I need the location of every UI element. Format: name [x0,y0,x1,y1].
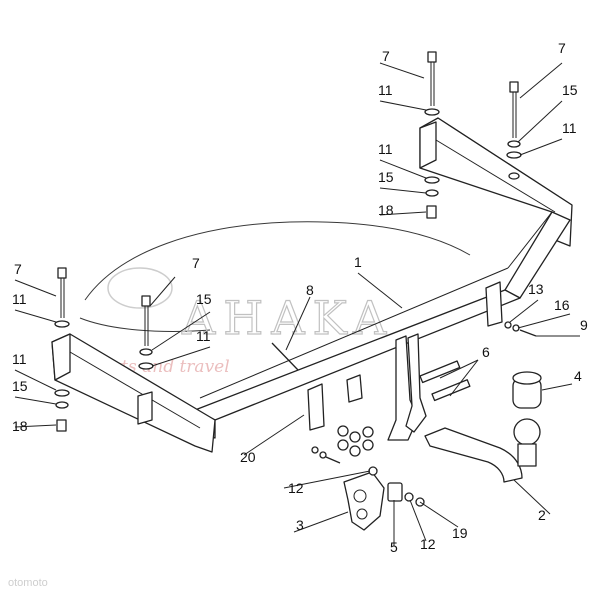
callout-11: 11 [12,291,27,307]
callout-7: 7 [192,255,200,271]
callout-1: 1 [354,254,362,270]
callout-7: 7 [382,48,390,64]
callout-3: 3 [296,517,304,533]
callout-11: 11 [12,351,27,367]
bolt-left-outer [54,267,70,432]
watermark: AHAKA parts and travel otomoto [8,221,471,589]
main-crossbar [51,117,573,453]
bolt-top-center [424,51,440,219]
tow-ball-assembly [424,371,542,483]
callout-9: 9 [580,317,588,333]
tow-ball [513,418,541,446]
leader-lines [14,62,580,546]
callout-18: 18 [12,418,28,434]
callout-6: 6 [482,344,490,360]
callout-7: 7 [558,40,566,56]
callout-12: 12 [420,536,436,552]
callout-15: 15 [562,82,578,98]
bolt-top-right [506,81,522,180]
bolt-left-inner [138,295,154,370]
left-end-bracket [51,333,216,453]
socket-plate [343,466,425,531]
bolt-small-8 [271,342,299,371]
callout-11: 11 [562,120,577,136]
hanging-tab-left [307,383,325,431]
callout-labels: 7 7 11 15 11 11 15 18 7 7 11 15 11 11 15… [12,40,588,555]
callout-12: 12 [288,480,304,496]
callout-13: 13 [528,281,544,297]
callout-19: 19 [452,525,468,541]
callout-15: 15 [196,291,212,307]
watermark-brand: AHAKA [181,291,394,345]
callout-15: 15 [378,169,394,185]
callout-11: 11 [378,141,393,157]
mounting-bolts [54,51,537,464]
callout-15: 15 [12,378,28,394]
callout-18: 18 [378,202,394,218]
callout-2: 2 [538,507,546,523]
callout-11: 11 [196,328,211,344]
callout-5: 5 [390,539,398,555]
callout-4: 4 [574,368,582,384]
callout-20: 20 [240,449,256,465]
callout-7: 7 [14,261,22,277]
hanging-tab-middle [346,374,363,403]
small-bolts-left [311,446,341,464]
callout-8: 8 [306,282,314,298]
tow-neck [424,427,523,483]
hanging-tab-right [485,281,503,327]
bracket-plates [337,333,471,457]
bracket-plate-b [405,333,427,433]
callout-11: 11 [378,82,393,98]
callout-16: 16 [554,297,570,313]
watermark-corner: otomoto [8,577,48,589]
spring [387,482,403,502]
